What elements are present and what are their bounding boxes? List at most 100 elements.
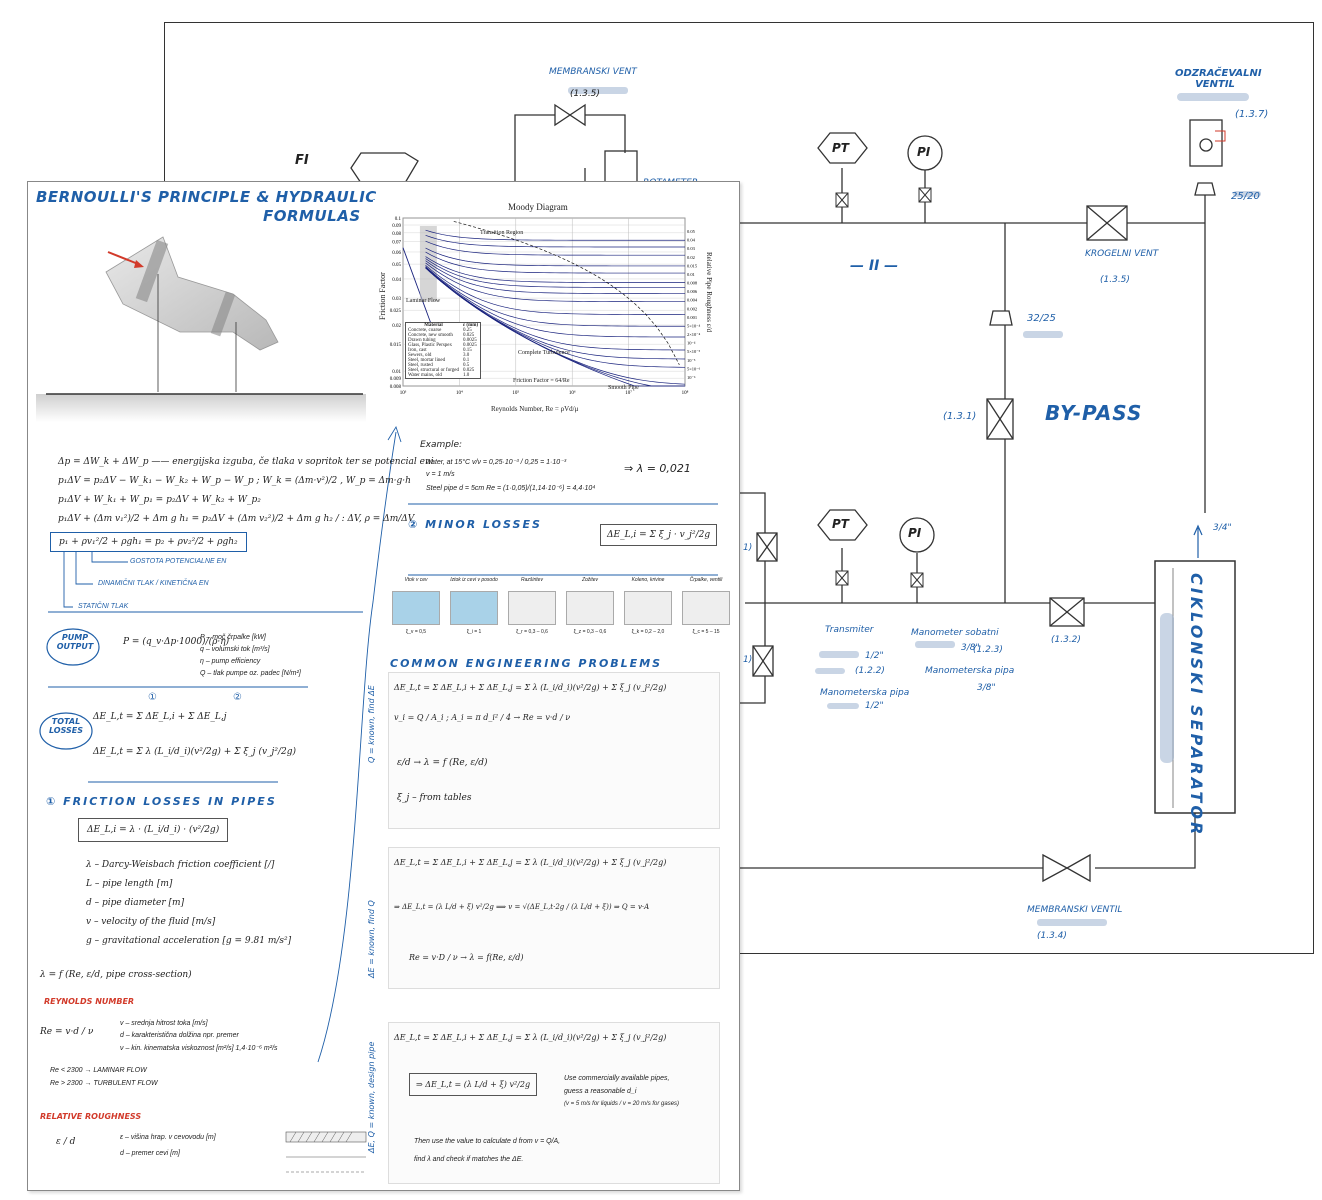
bernoulli-annotation-dynamic: DINAMIČNI TLAK / KINETIČNA EN	[98, 580, 209, 587]
moody-right-tick: 0.006	[687, 289, 698, 294]
manometer-pipe2-size: 3/8"	[977, 683, 996, 693]
bernoulli-line1: Δp = ΔW_k + ΔW_p —— energijska izguba, č…	[58, 457, 434, 467]
moody-roughness-curve	[425, 256, 686, 283]
problem-3-then: Then use the value to calculate d from v…	[414, 1138, 561, 1145]
fittings-row: Vtok v cev ξ_v = 0,5 Iztok iz cevi v posod…	[388, 577, 733, 642]
transmitter-code: (1.2.2)	[855, 666, 885, 676]
transmitter-size: 1/2"	[865, 651, 884, 661]
moody-y-tick: 0.08	[392, 232, 401, 237]
moody-right-tick: 0.004	[687, 298, 698, 303]
moody-right-tick: 0.001	[687, 315, 697, 320]
problem-1-velocity: v_i = Q / A_i ; A_i = π d_i² / 4 → Re = …	[394, 713, 571, 722]
flow-size: 3/4"	[1213, 523, 1232, 533]
fitting-illustration	[508, 591, 556, 625]
bernoulli-annotation-static: STATIČNI TLAK	[78, 603, 129, 610]
membrane-valve-top-code: (1.3.5)	[570, 89, 600, 99]
moody-roughness-curve	[425, 267, 686, 351]
moody-turbulence-line	[453, 221, 680, 365]
example-line1: water, at 15°C v/ν = 0,25·10⁻³ / 0,25 = …	[426, 459, 567, 466]
moody-plot: 0.10.090.080.070.060.050.040.030.0250.02…	[390, 217, 701, 396]
fitting-coefficient: ξ_z = 0,3 – 0,6	[573, 629, 607, 635]
moody-right-tick: 0.01	[687, 272, 695, 277]
pid-drawing	[350, 87, 1261, 926]
membrane-valve-top-label: MEMBRANSKI VENT	[549, 67, 637, 77]
moody-roughness-curve	[425, 234, 686, 248]
friction-equation: ΔE_L,i = λ · (L_i/d_i) · (v²/2g)	[78, 818, 229, 842]
material-cell: Sewers, old	[408, 353, 432, 358]
material-cell: Steel, structural or forged	[408, 368, 460, 373]
fitting-name: Vtok v cev	[404, 577, 428, 583]
pump-output-label: PUMP OUTPUT	[56, 633, 94, 651]
roughness-def-2: d – premer cevi [m]	[120, 1150, 180, 1157]
reducer-size: 32/25	[1027, 313, 1056, 324]
example-line3: Steel pipe d = 5cm Re = (1·0,05)/(1,14·1…	[426, 485, 596, 492]
moody-turbulence-label: Complete Turbulence	[518, 350, 570, 356]
fitting-item: Vtok v cev ξ_v = 0,5	[388, 577, 444, 642]
fitting-illustration	[392, 591, 440, 625]
page-title-line2: FORMULAS	[263, 207, 361, 225]
friction-def-lambda: λ – Darcy-Weisbach friction coefficient …	[86, 860, 275, 870]
friction-def-length: L – pipe length [m]	[86, 879, 173, 889]
moody-y-tick: 0.05	[392, 263, 401, 268]
problem-2-equation: ΔE_L,t = Σ ΔE_L,i + Σ ΔE_L,j = Σ λ (L_i/…	[394, 858, 667, 867]
membrane-valve-bottom-label: MEMBRANSKI VENTIL	[1027, 905, 1123, 915]
problem-2-solve: ⇒ ΔE_L,t = (λ L/d + ξ) v²/2g ⟹ v = √(ΔE_…	[394, 903, 650, 911]
left-mark-1: 1)	[743, 543, 753, 553]
notes-sheet: BERNOULLI'S PRINCIPLE & HYDRAULIC FORMUL…	[27, 181, 740, 1191]
minor-losses-equation: ΔE_L,i = Σ ξ_j · v_j²/2g	[600, 524, 718, 546]
example-line2: v = 1 m/s	[426, 471, 455, 478]
roughness-formula: ε / d	[56, 1137, 76, 1147]
ball-valve-code: (1.3.5)	[1100, 275, 1130, 285]
reynolds-def-2: d – karakteristična dolžina npr. premer	[120, 1032, 239, 1039]
pi-bottom-label: PI	[908, 526, 922, 540]
notes-drawing	[36, 236, 718, 1173]
pt-top-instrument	[817, 132, 868, 164]
material-cell: 0.25	[463, 328, 472, 333]
moody-right-tick: 0.015	[687, 263, 698, 268]
moody-y-tick: 0.009	[390, 377, 402, 382]
moody-right-tick: 10⁻⁴	[687, 341, 696, 346]
problem-1-xi: ξ_j – from tables	[397, 793, 472, 803]
material-cell: 0.0025	[463, 343, 477, 348]
manometer-gauge-label: Manometer sobatni	[911, 628, 999, 638]
total-losses-tag	[39, 712, 93, 750]
moody-y-tick: 0.01	[392, 370, 401, 375]
moody-roughness-curve	[425, 251, 686, 274]
moody-x-tick: 10³	[400, 390, 407, 396]
moody-right-tick: 0.04	[687, 238, 696, 243]
moody-roughness-curve	[425, 266, 686, 338]
moody-roughness-curve	[425, 262, 686, 303]
fitting-coefficient: ξ_v = 0,5	[405, 629, 427, 635]
moody-right-tick: 2×10⁻⁴	[687, 332, 701, 337]
manometer-pipe-size: 1/2"	[865, 701, 884, 711]
material-cell: Steel, mortar lined	[408, 358, 446, 363]
total-losses-marker-2: ②	[233, 692, 242, 703]
reynolds-def-1: v – srednja hitrost toka [m/s]	[120, 1020, 208, 1027]
moody-right-tick: 5×10⁻⁵	[687, 349, 701, 354]
pi-top-label: PI	[917, 145, 931, 159]
moody-x-tick: 10⁶	[569, 390, 576, 396]
friction-def-diameter: d – pipe diameter [m]	[86, 898, 185, 908]
moody-y-tick: 0.09	[392, 224, 401, 229]
minor-losses-heading: ② MINOR LOSSES	[408, 518, 542, 531]
moody-diagram: Moody Diagram Friction Factor Reynolds N…	[373, 200, 713, 420]
fitting-coefficient: ξ_i = 1	[466, 629, 482, 635]
problem-panel-1: Q = known, find ΔE ΔE_L,t = Σ ΔE_L,i + Σ…	[367, 672, 720, 829]
moody-smooth-label: Smooth Pipe	[608, 385, 639, 391]
total-losses-label: TOTAL LOSSES	[48, 717, 84, 735]
moody-y-tick: 0.025	[390, 309, 402, 314]
example-result: ⇒ λ = 0,021	[624, 462, 691, 475]
moody-transition-label: Transition Region	[480, 230, 524, 236]
moody-right-tick: 5×10⁻⁶	[687, 366, 701, 371]
fitting-name: Razširitev	[521, 577, 543, 583]
